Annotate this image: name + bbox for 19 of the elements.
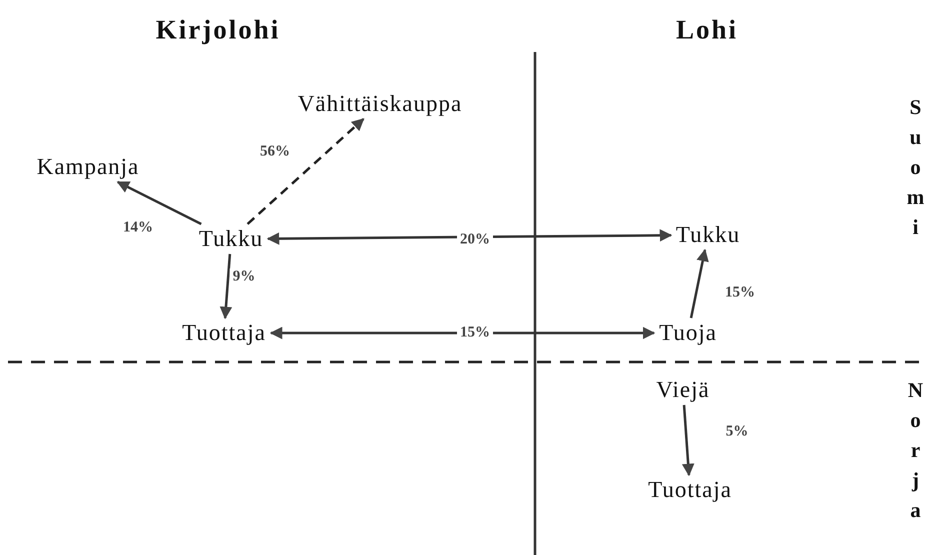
arrow bbox=[682, 404, 694, 476]
arrow bbox=[270, 326, 656, 340]
arrow bbox=[220, 254, 232, 320]
arrow bbox=[690, 248, 709, 318]
node-label: Tukku bbox=[676, 222, 740, 248]
arrow bbox=[246, 118, 364, 225]
node-label: Vähittäiskauppa bbox=[298, 91, 462, 117]
node-label: Tukku bbox=[198, 226, 264, 252]
column-heading: Kirjolohi bbox=[156, 14, 280, 46]
arrow bbox=[266, 229, 672, 245]
node-label: Viejä bbox=[656, 377, 710, 403]
arrow bbox=[116, 180, 202, 226]
node-label: Kampanja bbox=[36, 154, 140, 180]
row-heading: Suomi bbox=[902, 95, 928, 245]
node-label: Tuottaja bbox=[182, 320, 266, 346]
column-heading: Lohi bbox=[676, 14, 738, 46]
node-label: Tuoja bbox=[659, 320, 717, 346]
node-label: Tuottaja bbox=[648, 477, 732, 503]
row-heading: Norja bbox=[902, 378, 928, 528]
